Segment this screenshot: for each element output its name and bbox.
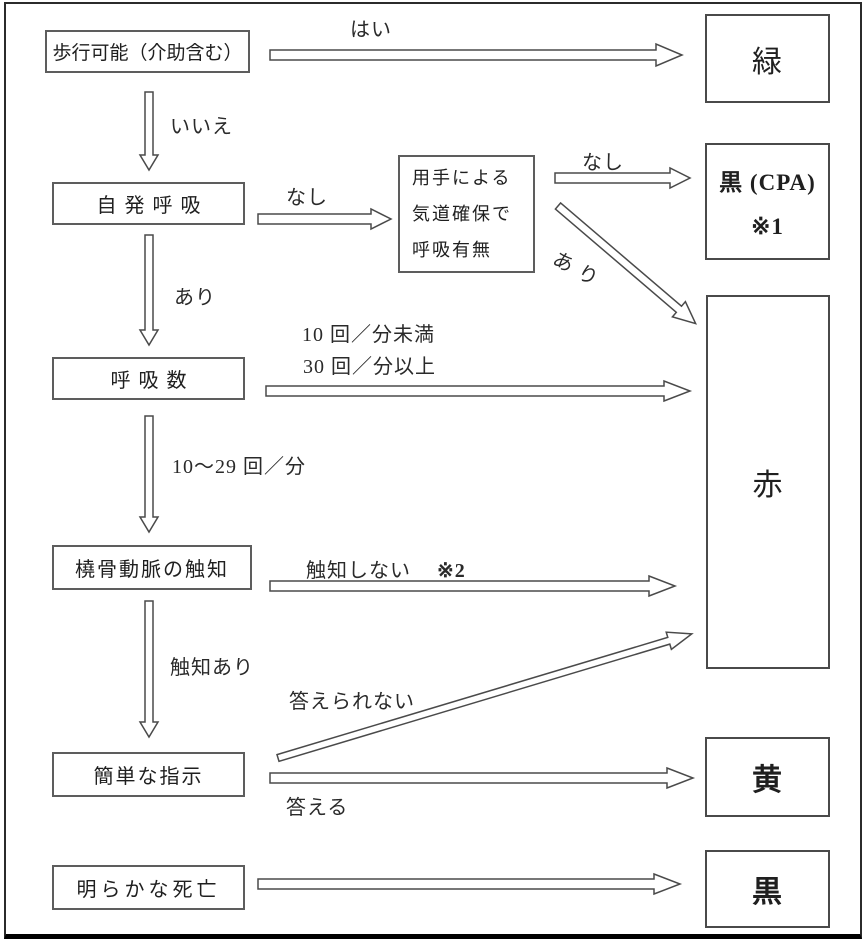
arrow-walk-to-breath bbox=[138, 91, 160, 172]
result-yellow-label: 黄 bbox=[752, 764, 783, 797]
result-green-label: 緑 bbox=[752, 45, 783, 79]
edge-label-pulse-absent-note: ※2 bbox=[437, 560, 466, 582]
edge-label-yes: はい bbox=[350, 19, 392, 41]
edge-label-no: いいえ bbox=[170, 116, 233, 138]
edge-label-rate-over: 30 回／分以上 bbox=[303, 356, 436, 378]
node-death: 明らかな死亡 bbox=[52, 865, 245, 910]
edge-label-none1: なし bbox=[286, 187, 328, 209]
arrow-commands-to-red bbox=[276, 631, 694, 763]
result-black: 黒 bbox=[705, 850, 830, 928]
node-airway-line3: 呼吸有無 bbox=[412, 240, 492, 260]
node-walk-label: 歩行可能（介助含む） bbox=[52, 43, 243, 64]
arrow-commands-to-yellow bbox=[269, 766, 696, 790]
result-black-cpa-note: ※1 bbox=[751, 214, 784, 239]
node-walk: 歩行可能（介助含む） bbox=[45, 30, 250, 73]
result-red: 赤 bbox=[706, 295, 830, 669]
result-green: 緑 bbox=[705, 14, 830, 103]
arrow-resprate-to-radial bbox=[138, 415, 160, 534]
arrow-airway-to-blackcpa bbox=[554, 166, 692, 190]
arrow-resprate-to-red bbox=[265, 379, 693, 403]
result-red-label: 赤 bbox=[752, 469, 784, 502]
edge-label-pulse-absent-text: 触知しない bbox=[306, 560, 411, 582]
node-radial-pulse-label: 橈骨動脈の触知 bbox=[75, 559, 229, 581]
arrow-walk-to-green bbox=[269, 42, 684, 68]
edge-label-rate-normal: 10～29 回／分 bbox=[172, 456, 306, 478]
node-commands-label: 簡単な指示 bbox=[93, 766, 204, 788]
edge-label-cannot-answer: 答えられない bbox=[289, 691, 415, 713]
edge-label-present-down: あり bbox=[174, 287, 216, 309]
edge-label-pulse-absent: 触知しない ※2 bbox=[306, 554, 466, 583]
edge-label-rate-under: 10 回／分未満 bbox=[302, 324, 435, 346]
result-black-label: 黒 bbox=[752, 876, 783, 909]
result-black-cpa-line1: 黒 (CPA) bbox=[719, 170, 816, 195]
node-death-label: 明らかな死亡 bbox=[76, 879, 221, 901]
node-airway-line2: 気道確保で bbox=[412, 204, 512, 224]
edge-label-none2: なし bbox=[582, 152, 624, 174]
result-black-cpa: 黒 (CPA) ※1 bbox=[705, 143, 830, 260]
node-commands: 簡単な指示 bbox=[52, 752, 245, 797]
arrow-death-to-black bbox=[257, 872, 683, 896]
arrow-radial-to-commands bbox=[138, 600, 160, 739]
node-resp-rate: 呼吸数 bbox=[52, 357, 245, 400]
arrow-radial-to-red bbox=[269, 574, 678, 598]
node-airway-line1: 用手による bbox=[412, 168, 512, 188]
node-breath-label: 自発呼吸 bbox=[96, 195, 209, 217]
edge-label-pulse-present: 触知あり bbox=[170, 657, 254, 679]
node-breath: 自発呼吸 bbox=[52, 182, 245, 225]
arrow-airway-to-red bbox=[554, 201, 698, 325]
arrow-breath-to-resprate bbox=[138, 234, 160, 347]
node-resp-rate-label: 呼吸数 bbox=[110, 370, 195, 392]
node-radial-pulse: 橈骨動脈の触知 bbox=[52, 545, 252, 590]
arrow-breath-to-airway bbox=[257, 207, 393, 231]
node-airway: 用手による 気道確保で 呼吸有無 bbox=[398, 155, 535, 273]
result-yellow: 黄 bbox=[705, 737, 830, 817]
edge-label-can-answer: 答える bbox=[286, 797, 349, 819]
